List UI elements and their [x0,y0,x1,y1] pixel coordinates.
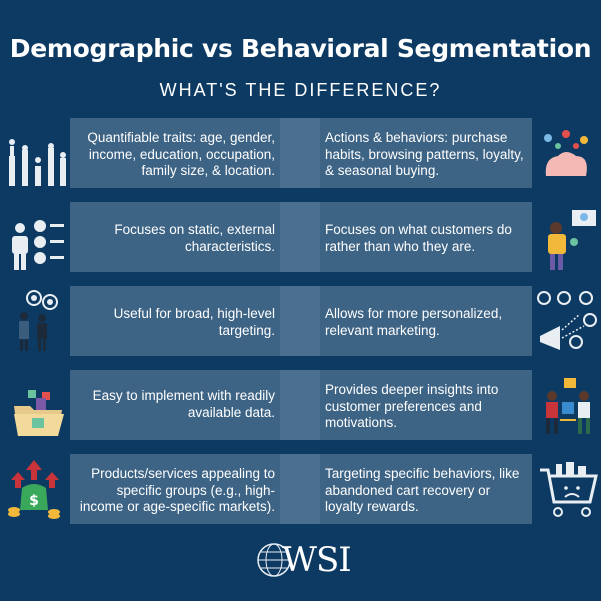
demographic-text: Products/services appealing to specific … [79,466,275,514]
behavioral-text: Actions & behaviors: purchase habits, br… [325,130,524,178]
comparison-row-4: Easy to implement with readily available… [0,370,601,440]
behavioral-text: Provides deeper insights into customer p… [325,382,499,430]
svg-text:$: $ [29,493,39,509]
row-band [70,370,532,440]
people-targets-icon [19,290,58,351]
page-title: Demographic vs Behavioral Segmentation [9,34,592,63]
comparison-row-3: Useful for broad, high-level targeting. … [0,286,601,356]
demographic-text: Quantifiable traits: age, gender, income… [87,130,275,178]
megaphone-audience-icon [537,291,597,350]
people-exchange-icon [546,378,590,434]
money-growth-icon: $ [8,460,60,519]
brain-ideas-icon [544,130,588,176]
wsi-logo: WSI [282,540,352,580]
wsi-globe-icon [257,543,291,577]
person-browsing-icon [548,210,596,270]
people-height-bars-icon [9,139,66,186]
demographic-text: Useful for broad, high-level targeting. [113,306,275,338]
row-band [70,118,532,188]
row-band [70,454,532,524]
demographic-text: Focuses on static, external characterist… [114,222,275,254]
demographic-text: Easy to implement with readily available… [92,388,275,420]
behavioral-text: Allows for more personalized, relevant m… [325,306,503,338]
person-checklist-icon [12,220,64,270]
comparison-row-1: Quantifiable traits: age, gender, income… [0,118,601,188]
sad-shopping-cart-icon [540,462,598,517]
folder-data-icon [14,390,64,436]
row-band [70,286,532,356]
behavioral-text: Targeting specific behaviors, like aband… [325,466,520,514]
page-subtitle: WHAT'S THE DIFFERENCE? [159,80,442,100]
comparison-row-5: Products/services appealing to specific … [0,454,601,524]
row-band [70,202,532,272]
behavioral-text: Focuses on what customers do rather than… [325,222,512,254]
comparison-row-2: Focuses on static, external characterist… [0,202,601,272]
